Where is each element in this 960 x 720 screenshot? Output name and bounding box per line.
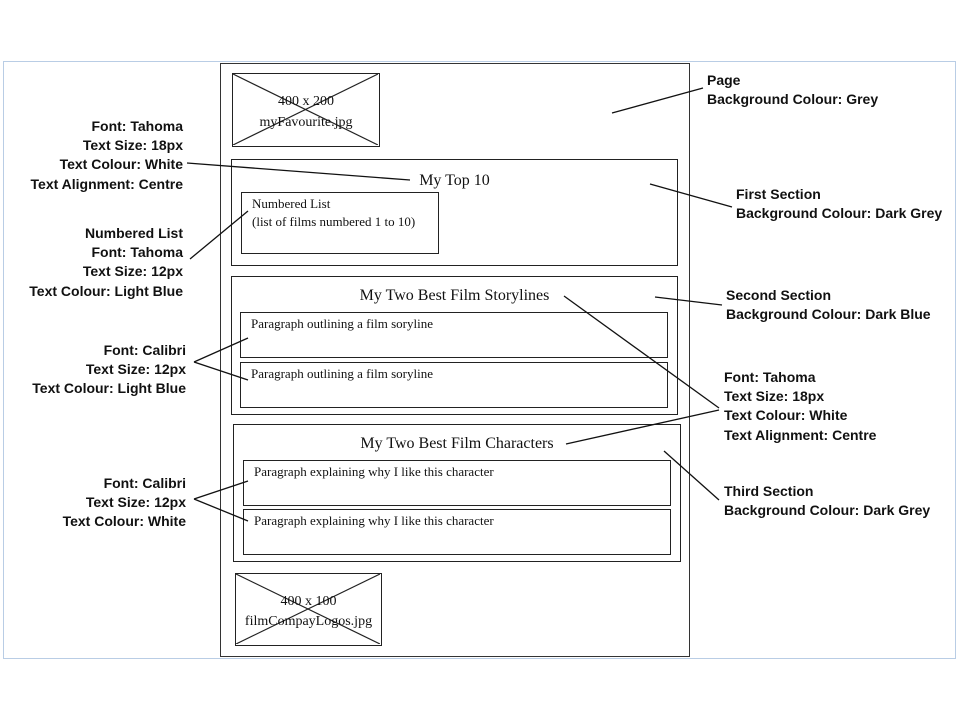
footer-image-filename: filmCompayLogos.jpg (244, 614, 373, 629)
page-annotation: Page Background Colour: Grey (707, 72, 879, 108)
numbered-list-annotation: Numbered List Font: Tahoma Text Size: 12… (29, 225, 183, 299)
numbered-list-label: Numbered List (list of films numbered 1 … (252, 196, 416, 229)
slide-frame (3, 61, 956, 659)
first-section-box: My Top 10 Numbered List (list of films n… (231, 159, 678, 266)
first-section-title: My Top 10 (419, 172, 490, 189)
storyline-paragraph-1: Paragraph outlining a film soryline (240, 312, 668, 358)
footer-image-placeholder: 400 x 100 filmCompayLogos.jpg (235, 573, 382, 646)
first-section-annotation: First Section Background Colour: Dark Gr… (736, 186, 943, 222)
title-style-annotation: Font: Tahoma Text Size: 18px Text Colour… (30, 118, 183, 192)
third-section-box: My Two Best Film Characters Paragraph ex… (233, 424, 681, 562)
numbered-list-box: Numbered List (list of films numbered 1 … (241, 192, 439, 254)
second-section-title: My Two Best Film Storylines (359, 287, 550, 304)
third-section-title: My Two Best Film Characters (360, 435, 554, 452)
footer-image-size: 400 x 100 (280, 594, 337, 609)
storyline-paragraph-annotation: Font: Calibri Text Size: 12px Text Colou… (32, 342, 186, 397)
image-placeholder-cross (233, 74, 378, 145)
storyline-paragraph-1-text: Paragraph outlining a film soryline (251, 316, 433, 331)
header-image-placeholder: 400 x 200 myFavourite.jpg (232, 73, 380, 147)
heading-style-annotation: Font: Tahoma Text Size: 18px Text Colour… (724, 369, 877, 443)
character-paragraph-2-text: Paragraph explaining why I like this cha… (254, 513, 494, 528)
header-image-size: 400 x 200 (278, 94, 334, 109)
second-section-box: My Two Best Film Storylines Paragraph ou… (231, 276, 678, 415)
second-section-annotation: Second Section Background Colour: Dark B… (726, 287, 931, 323)
character-paragraph-1-text: Paragraph explaining why I like this cha… (254, 464, 494, 479)
third-section-annotation: Third Section Background Colour: Dark Gr… (724, 483, 931, 519)
storyline-paragraph-2: Paragraph outlining a film soryline (240, 362, 668, 408)
character-paragraph-2: Paragraph explaining why I like this cha… (243, 509, 671, 555)
image-placeholder-cross (236, 574, 380, 644)
page-wireframe (220, 63, 690, 657)
character-paragraph-annotation: Font: Calibri Text Size: 12px Text Colou… (62, 475, 186, 530)
header-image-filename: myFavourite.jpg (259, 115, 353, 130)
storyline-paragraph-2-text: Paragraph outlining a film soryline (251, 366, 433, 381)
